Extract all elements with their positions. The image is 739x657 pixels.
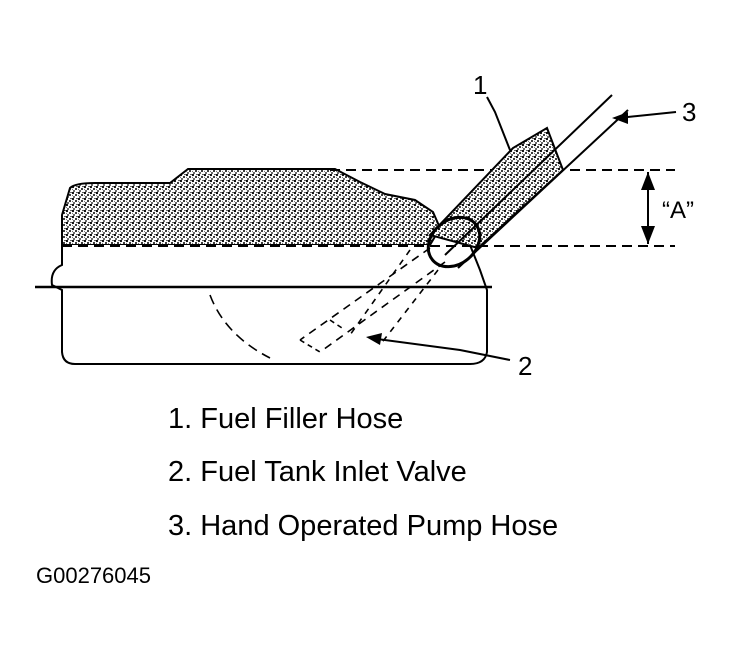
leader-2-arrow bbox=[366, 333, 382, 345]
callout-3: 3 bbox=[682, 97, 696, 127]
callout-2: 2 bbox=[518, 351, 532, 381]
pump-hose-line-a bbox=[444, 94, 613, 256]
hidden-hose-a bbox=[299, 247, 431, 341]
leader-3-arrow bbox=[612, 112, 628, 124]
leader-2 bbox=[369, 337, 511, 361]
tank-lower-body bbox=[50, 244, 488, 365]
inlet-valve-ring bbox=[426, 215, 482, 269]
hidden-hose-b bbox=[319, 261, 446, 353]
legend-item-hand-operated-pump-hose: 3. Hand Operated Pump Hose bbox=[168, 510, 559, 542]
figure-id: G00276045 bbox=[36, 563, 151, 588]
internal-arc bbox=[209, 294, 271, 359]
hidden-hose-c bbox=[349, 249, 411, 336]
callout-1: 1 bbox=[473, 70, 487, 100]
fuel-tank-diagram: 1 3 2 “A” bbox=[35, 70, 696, 381]
hidden-hose-end bbox=[299, 319, 346, 353]
legend-item-fuel-filler-hose: 1. Fuel Filler Hose bbox=[168, 403, 404, 435]
pump-hose-line-b bbox=[457, 109, 629, 269]
tank-upper-stippled bbox=[61, 168, 442, 246]
leader-1 bbox=[486, 96, 511, 151]
dimension-arrow-bottom bbox=[641, 226, 655, 244]
dimension-label: “A” bbox=[662, 197, 694, 224]
hidden-hose-d bbox=[379, 269, 439, 346]
legend-item-fuel-tank-inlet-valve: 2. Fuel Tank Inlet Valve bbox=[168, 456, 467, 488]
dimension-arrow-top bbox=[641, 172, 655, 190]
